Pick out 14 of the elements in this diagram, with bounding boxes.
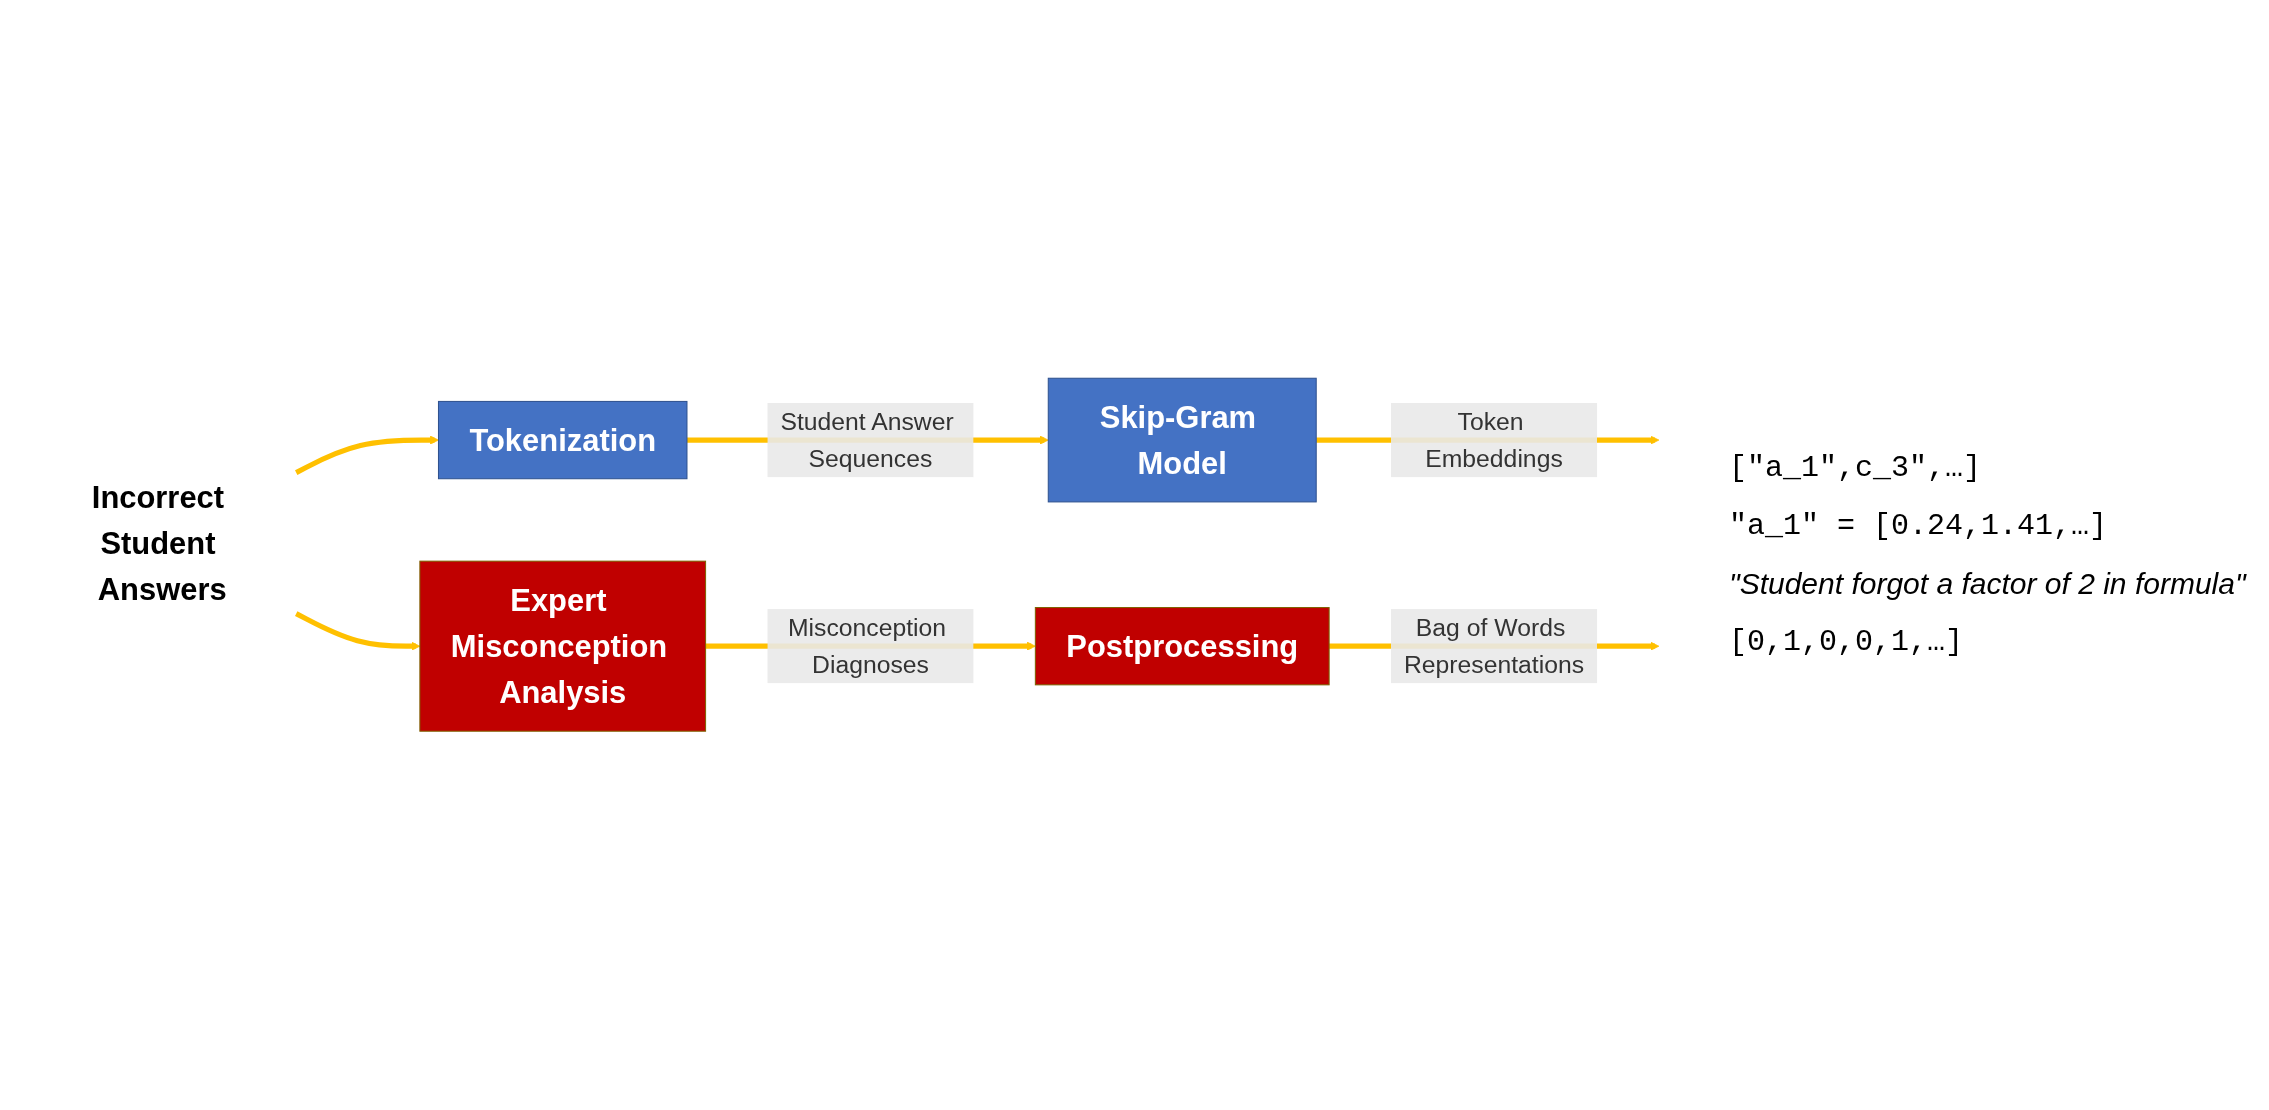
example-code: "a_1" = [0.24,1.41,…] [1729,509,2109,543]
edge-label: Misconception Diagnoses [787,613,947,679]
node-box: Expert Misconception Analysis [419,560,707,732]
arrow [295,435,439,476]
node-text: Incorrect Student Answers [91,480,227,607]
example-code: [0,1,0,0,1,…] [1729,625,1965,659]
example-note: "Student forgot a factor of 2 in formula" [1729,567,2248,601]
node-box: Postprocessing [1034,607,1330,686]
node-box: Tokenization [437,401,688,480]
example-code: ["a_1",c_3",…] [1729,451,1983,485]
edge-label: Student Answer Sequences [780,407,954,473]
node-box: Skip-Gram Model [1047,378,1317,503]
edge-label: Token Embeddings [1425,407,1563,473]
edge-label: Bag of Words Representations [1403,613,1585,679]
